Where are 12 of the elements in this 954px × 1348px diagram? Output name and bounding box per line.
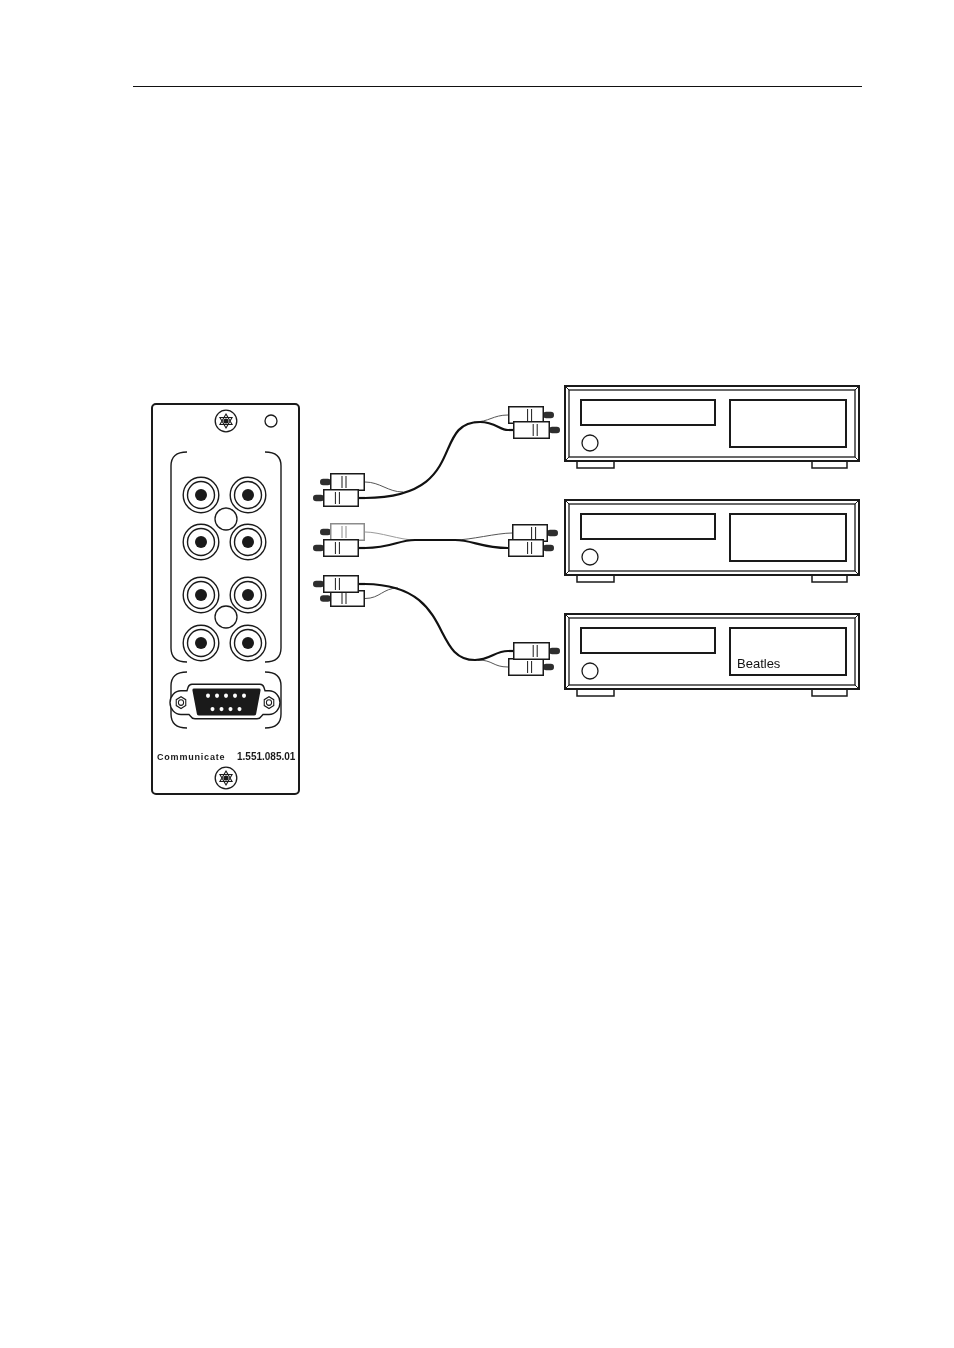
rca-plug-pair	[508, 406, 560, 439]
part-number: 1.551.085.01	[237, 751, 296, 763]
rca-plug-pair	[313, 523, 365, 557]
cable	[363, 582, 510, 662]
rca-plug-pair	[313, 473, 365, 507]
rca-plug-pair	[313, 575, 365, 607]
rca-plug-pair	[508, 524, 558, 557]
module-label: Communicate	[157, 752, 226, 763]
module-panel	[151, 403, 300, 795]
rca-plug-pair	[508, 642, 560, 676]
display-text: Beatles	[737, 657, 781, 672]
cable	[363, 420, 510, 500]
